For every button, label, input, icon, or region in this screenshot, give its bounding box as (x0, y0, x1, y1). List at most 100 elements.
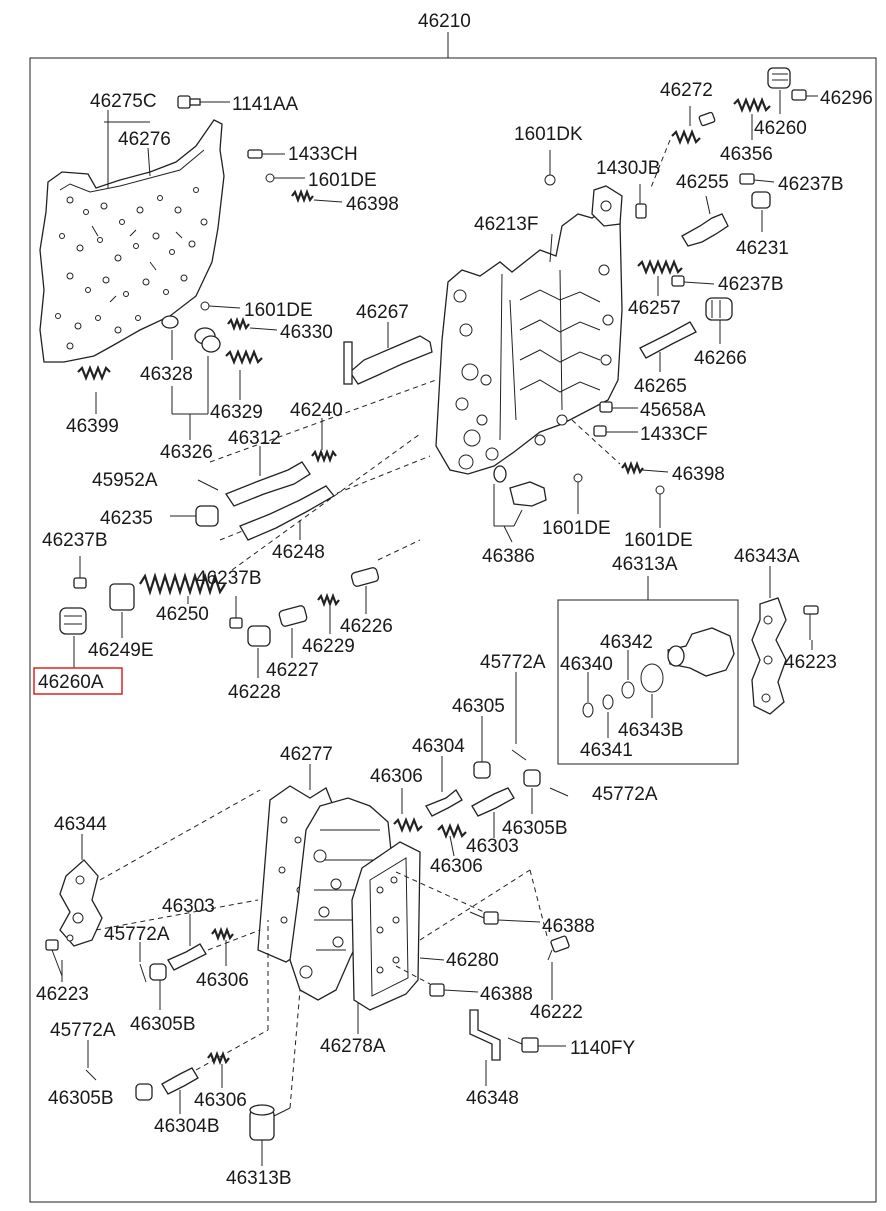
plug-46305B-c (135, 1083, 153, 1101)
cover-plate-46280 (351, 841, 421, 1011)
label-46343B: 46343B (618, 720, 684, 741)
valve-46303-a (471, 787, 515, 817)
label-1433CF: 1433CF (640, 424, 708, 445)
label-46228: 46228 (228, 682, 281, 703)
label-45772A-c: 45772A (104, 924, 170, 945)
label-46304B: 46304B (154, 1116, 220, 1137)
label-46226: 46226 (340, 616, 393, 637)
diagram-frame (29, 57, 877, 1203)
label-45772A-a: 45772A (480, 652, 546, 673)
label-46341: 46341 (580, 740, 633, 761)
bolt-46223-a (803, 605, 819, 640)
valve-46266 (705, 297, 733, 321)
valve-46304B (161, 1067, 199, 1095)
label-46305: 46305 (452, 696, 505, 717)
bolt-1140FY (507, 1037, 539, 1053)
label-46223-b: 46223 (36, 984, 89, 1005)
spring-46240 (311, 448, 337, 464)
label-46313A: 46313A (612, 554, 678, 575)
label-1140FY: 1140FY (570, 1038, 635, 1059)
washer-46340 (582, 702, 594, 718)
label-46305B-c: 46305B (48, 1088, 114, 1109)
label-45658A: 45658A (640, 400, 706, 421)
plug-46296 (791, 89, 807, 101)
label-45772A-d: 45772A (50, 1020, 116, 1041)
label-46340: 46340 (560, 654, 613, 675)
valve-46255 (681, 213, 729, 247)
valve-46226 (350, 567, 380, 587)
spring-46398-b (621, 460, 644, 476)
label-46257: 46257 (628, 298, 681, 319)
label-46237B-d: 46237B (196, 568, 262, 589)
label-46277: 46277 (280, 744, 333, 765)
label-46272: 46272 (660, 80, 713, 101)
label-46229: 46229 (302, 636, 355, 657)
label-46356: 46356 (720, 144, 773, 165)
valve-46267 (343, 335, 433, 385)
label-46330: 46330 (280, 322, 333, 343)
sensor-46386 (493, 465, 547, 507)
spring-46329 (225, 349, 263, 365)
washer-46341 (602, 694, 614, 710)
sleeve-46249E (109, 583, 135, 611)
valve-46303-b (167, 943, 207, 971)
plug-46237B-c (73, 577, 87, 589)
label-1601DE-d: 1601DE (624, 530, 693, 551)
label-46306-c: 46306 (196, 970, 249, 991)
valve-46260A (59, 607, 87, 635)
label-46348: 46348 (466, 1088, 519, 1109)
pin-45772A-b (549, 787, 569, 797)
bolt-1141AA (177, 95, 201, 109)
pin-1433CF (593, 425, 607, 437)
label-46386: 46386 (482, 546, 535, 567)
valve-46260 (767, 67, 791, 89)
upper-valve-body-46213F (435, 185, 623, 475)
label-46260: 46260 (754, 118, 807, 139)
label-46343A: 46343A (734, 546, 800, 567)
label-46296: 46296 (820, 88, 873, 109)
label-46266: 46266 (694, 348, 747, 369)
label-46329: 46329 (210, 402, 263, 423)
ball-1601DE-a (265, 173, 275, 183)
label-46280: 46280 (446, 950, 499, 971)
valve-46272 (671, 111, 716, 145)
label-46312: 46312 (228, 428, 281, 449)
label-46306-b: 46306 (430, 856, 483, 877)
label-46344: 46344 (54, 814, 107, 835)
label-46235: 46235 (100, 508, 153, 529)
bracket-46344 (59, 859, 103, 947)
solenoid-46313A (667, 627, 735, 677)
label-46326: 46326 (160, 442, 213, 463)
label-46275C: 46275C (90, 91, 157, 112)
label-46222: 46222 (530, 1002, 583, 1023)
label-1141AA: 1141AA (232, 94, 299, 115)
label-46303-a: 46303 (466, 836, 519, 857)
label-46304: 46304 (412, 736, 465, 757)
spring-46330 (227, 316, 250, 332)
label-46265: 46265 (634, 376, 687, 397)
label-46249E: 46249E (88, 640, 154, 661)
plug-46328 (161, 315, 221, 353)
label-46305B-b: 46305B (130, 1014, 196, 1035)
plug-45658A (599, 401, 613, 413)
plug-46305 (473, 761, 491, 779)
pin-45772A-d (85, 1069, 97, 1081)
bracket-46343A (751, 597, 787, 715)
label-46313B: 46313B (226, 1168, 292, 1189)
label-46306-a: 46306 (370, 766, 423, 787)
bolt-46223-b (45, 939, 63, 977)
label-45772A-b: 45772A (592, 784, 658, 805)
valve-46304 (425, 789, 463, 817)
highlight-box-46260A (33, 667, 123, 695)
spring-46399 (77, 365, 111, 381)
label-46237B-b: 46237B (718, 274, 784, 295)
bolt-46388-a (469, 911, 499, 925)
ball-1601DE-b (200, 301, 210, 311)
label-1601DK: 1601DK (514, 124, 583, 145)
label-46398-a: 46398 (346, 194, 399, 215)
label-1430JB: 1430JB (596, 158, 660, 179)
pin-45772A-a (511, 749, 527, 761)
pin-1433CH (247, 149, 263, 159)
label-1433CH: 1433CH (288, 144, 358, 165)
plug-46305B-a (523, 769, 541, 787)
